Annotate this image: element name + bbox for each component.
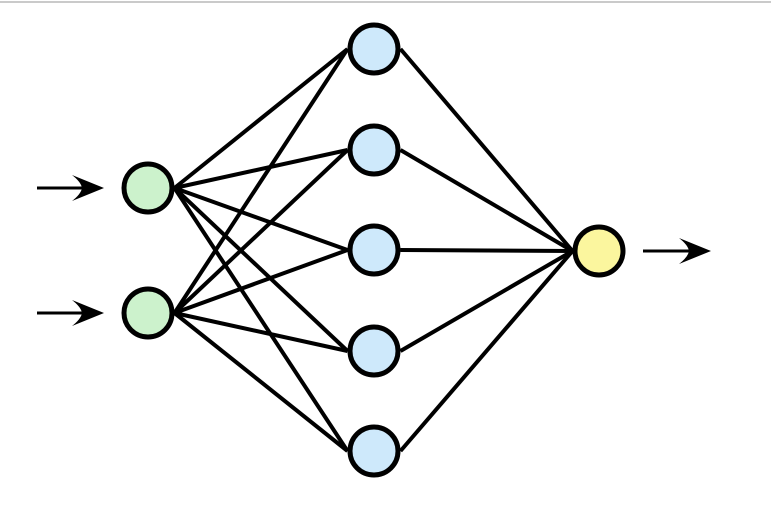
edge-input-1-to-hidden-4 (173, 186, 349, 353)
output-arrow-arrowhead-icon (679, 238, 711, 264)
edge-hidden-4-to-output-1 (399, 249, 574, 353)
edge-hidden-5-to-output-1 (398, 249, 575, 453)
input-arrow-2-arrowhead-icon (72, 300, 104, 326)
edge-input-1-to-hidden-1 (173, 47, 349, 190)
hidden-neuron-node-5 (347, 424, 401, 478)
hidden-neuron-node-2 (347, 123, 401, 177)
edge-input-2-to-hidden-2 (173, 148, 349, 315)
input-neuron-node-1 (121, 161, 175, 215)
input-arrow-1-arrowhead-icon (72, 175, 104, 201)
edge-input-2-to-hidden-4 (174, 311, 348, 353)
edge-hidden-3-to-output-1 (400, 248, 573, 253)
hidden-neuron-node-3 (347, 223, 401, 277)
edge-hidden-1-to-output-1 (398, 47, 575, 253)
edge-input-2-to-hidden-5 (173, 311, 349, 453)
input-neuron-node-2 (121, 286, 175, 340)
output-neuron-node-1 (572, 224, 626, 278)
edge-input-1-to-hidden-2 (174, 148, 348, 190)
edge-input-2-to-hidden-1 (172, 47, 350, 315)
edge-input-1-to-hidden-3 (173, 186, 349, 252)
hidden-neuron-node-1 (347, 22, 401, 76)
edge-input-2-to-hidden-3 (173, 248, 349, 315)
top-border-line (0, 1, 771, 3)
edge-input-1-to-hidden-5 (172, 186, 350, 453)
edge-hidden-2-to-output-1 (399, 148, 574, 253)
hidden-neuron-node-4 (347, 324, 401, 378)
